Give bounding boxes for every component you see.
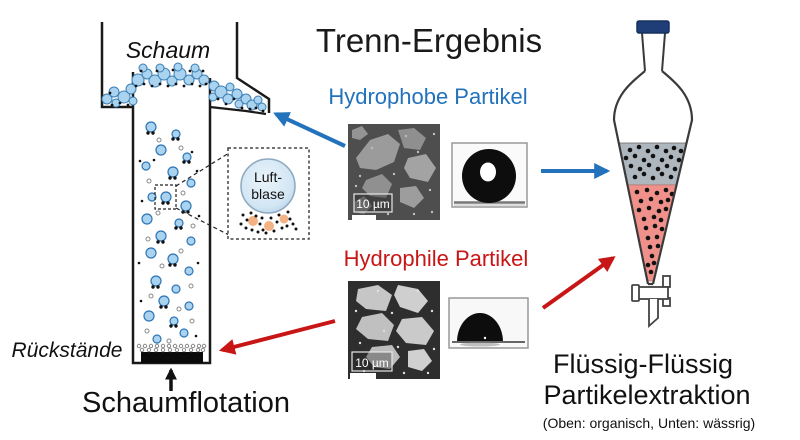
arrow-hydrophobic-to-foam (273, 112, 346, 148)
air-bubble (240, 158, 296, 214)
funnel-body-outline (612, 70, 694, 286)
hydrophobic-label: Hydrophobe Partikel (328, 84, 527, 109)
sem-speckles (354, 289, 436, 375)
scale-bar-frame (353, 193, 393, 213)
bubble-attached-particles (146, 131, 191, 328)
flotation-caption: Schaumflotation (82, 387, 290, 419)
scale-bar (352, 215, 376, 220)
zoom-source-rect (154, 184, 177, 210)
air-bubble-label-line2: blase (251, 186, 285, 202)
stray-black-particles (137, 150, 201, 338)
sessile-drop (457, 313, 503, 342)
scale-bar (350, 373, 376, 379)
funnel-neck (641, 32, 666, 72)
contact-angle-hydrophilic (448, 297, 529, 349)
attached-hydrophobic-particles (239, 210, 298, 235)
funnel-stopper-cap (636, 20, 670, 34)
zoom-connector-bottom (175, 207, 230, 236)
sem-image-hydrophilic: 10 µm (348, 281, 440, 379)
scale-bar-frame (351, 351, 393, 372)
drop-reflection (460, 342, 500, 347)
scale-bar-label: 10 µm (356, 197, 390, 211)
stopcock (631, 275, 671, 329)
launder-right-wall-spout (235, 22, 271, 113)
page-title: Trenn-Ergebnis (316, 22, 542, 59)
flotation-apparatus: Luft- blase Schaum Rückstände Schaumflot… (12, 22, 310, 419)
extraction-caption-line2: Partikelextraktion (543, 380, 750, 410)
column-bubbles (141, 121, 196, 344)
foam-bubbles (101, 62, 267, 112)
arrow-hydrophilic-to-residues (218, 319, 336, 355)
fine-gray-particles (136, 137, 207, 353)
foam-particles (108, 68, 265, 113)
residues-label: Rückstände (12, 339, 123, 362)
separating-funnel: Flüssig-Flüssig Partikelextraktion (Oben… (543, 20, 755, 431)
air-bubble-label-line1: Luft- (254, 169, 282, 185)
zoom-connector-top (175, 152, 230, 187)
extraction-note: (Oben: organisch, Unten: wässrig) (543, 415, 755, 431)
hydrophilic-label: Hydrophile Partikel (344, 246, 529, 271)
extraction-caption-line1: Flüssig-Flüssig (553, 349, 733, 379)
spout-underside (209, 105, 267, 116)
launder-left-wall (100, 22, 133, 109)
separation-results: Trenn-Ergebnis Hydrophobe Partikel Hydro… (316, 22, 542, 379)
sem-speckles (354, 132, 436, 216)
contact-angle-hydrophobic (451, 142, 528, 208)
particles-in-aqueous-layer (634, 187, 675, 275)
scale-bar-label: 10 µm (355, 356, 389, 370)
sem-image-hydrophobic: 10 µm (348, 124, 440, 220)
drop-highlight (480, 162, 496, 182)
arrow-hydrophilic-to-funnel (541, 256, 616, 310)
sparger-bar (141, 352, 203, 363)
air-bubble-inset: Luft- blase (227, 147, 310, 240)
foam-label: Schaum (126, 37, 210, 63)
particles-in-organic-layer (623, 144, 684, 181)
